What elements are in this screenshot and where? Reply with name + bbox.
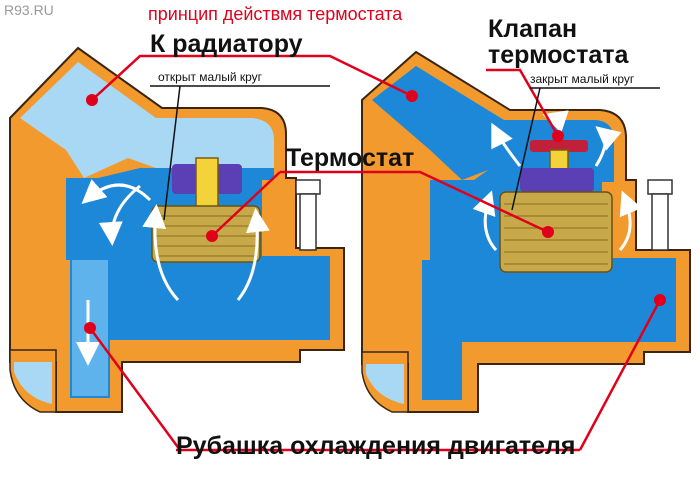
right-bottom-coolant bbox=[366, 364, 404, 404]
annotation-line-closed bbox=[511, 87, 660, 211]
right-unit-closed bbox=[150, 50, 691, 451]
pointer-line-radiator-right bbox=[150, 54, 413, 98]
label-closed-small-circle: закрыт малый круг bbox=[530, 72, 635, 86]
label-valve-line2: термостата bbox=[488, 41, 629, 69]
bolt-icon bbox=[647, 179, 673, 251]
pointer-line-thermostat bbox=[211, 171, 281, 237]
right-bypass bbox=[424, 262, 460, 396]
watermark: R93.RU bbox=[4, 2, 54, 18]
label-cooling-jacket: Рубашка охлаждения двигателя bbox=[176, 432, 576, 460]
left-bottom-coolant bbox=[14, 362, 52, 404]
flow-arrow-icon bbox=[472, 110, 642, 252]
label-valve-line1: Клапан bbox=[488, 15, 578, 43]
label-to-radiator: К радиатору bbox=[150, 30, 303, 58]
label-open-small-circle: открыт малый круг bbox=[158, 70, 263, 84]
label-thermostat-valve: Клапан термостата bbox=[488, 16, 628, 68]
pointer-line-jacket bbox=[88, 327, 182, 451]
diagram-title: принцип действмя термостата bbox=[148, 4, 403, 24]
flow-arrow-icon bbox=[76, 179, 270, 366]
left-unit-open bbox=[9, 46, 345, 451]
pointer-line-valve bbox=[486, 68, 560, 137]
pointer-line-radiator bbox=[91, 54, 150, 101]
pointer-line-jacket-right bbox=[578, 299, 662, 451]
annotation-line-open bbox=[150, 85, 330, 221]
bolt-icon bbox=[295, 179, 321, 251]
left-chamber bbox=[66, 168, 330, 398]
pointer-line-thermostat-right bbox=[280, 170, 549, 234]
right-thermostat bbox=[499, 140, 613, 273]
label-thermostat: Термостат bbox=[286, 144, 415, 172]
left-thermostat bbox=[151, 157, 261, 263]
left-upper-pipe bbox=[20, 62, 274, 178]
